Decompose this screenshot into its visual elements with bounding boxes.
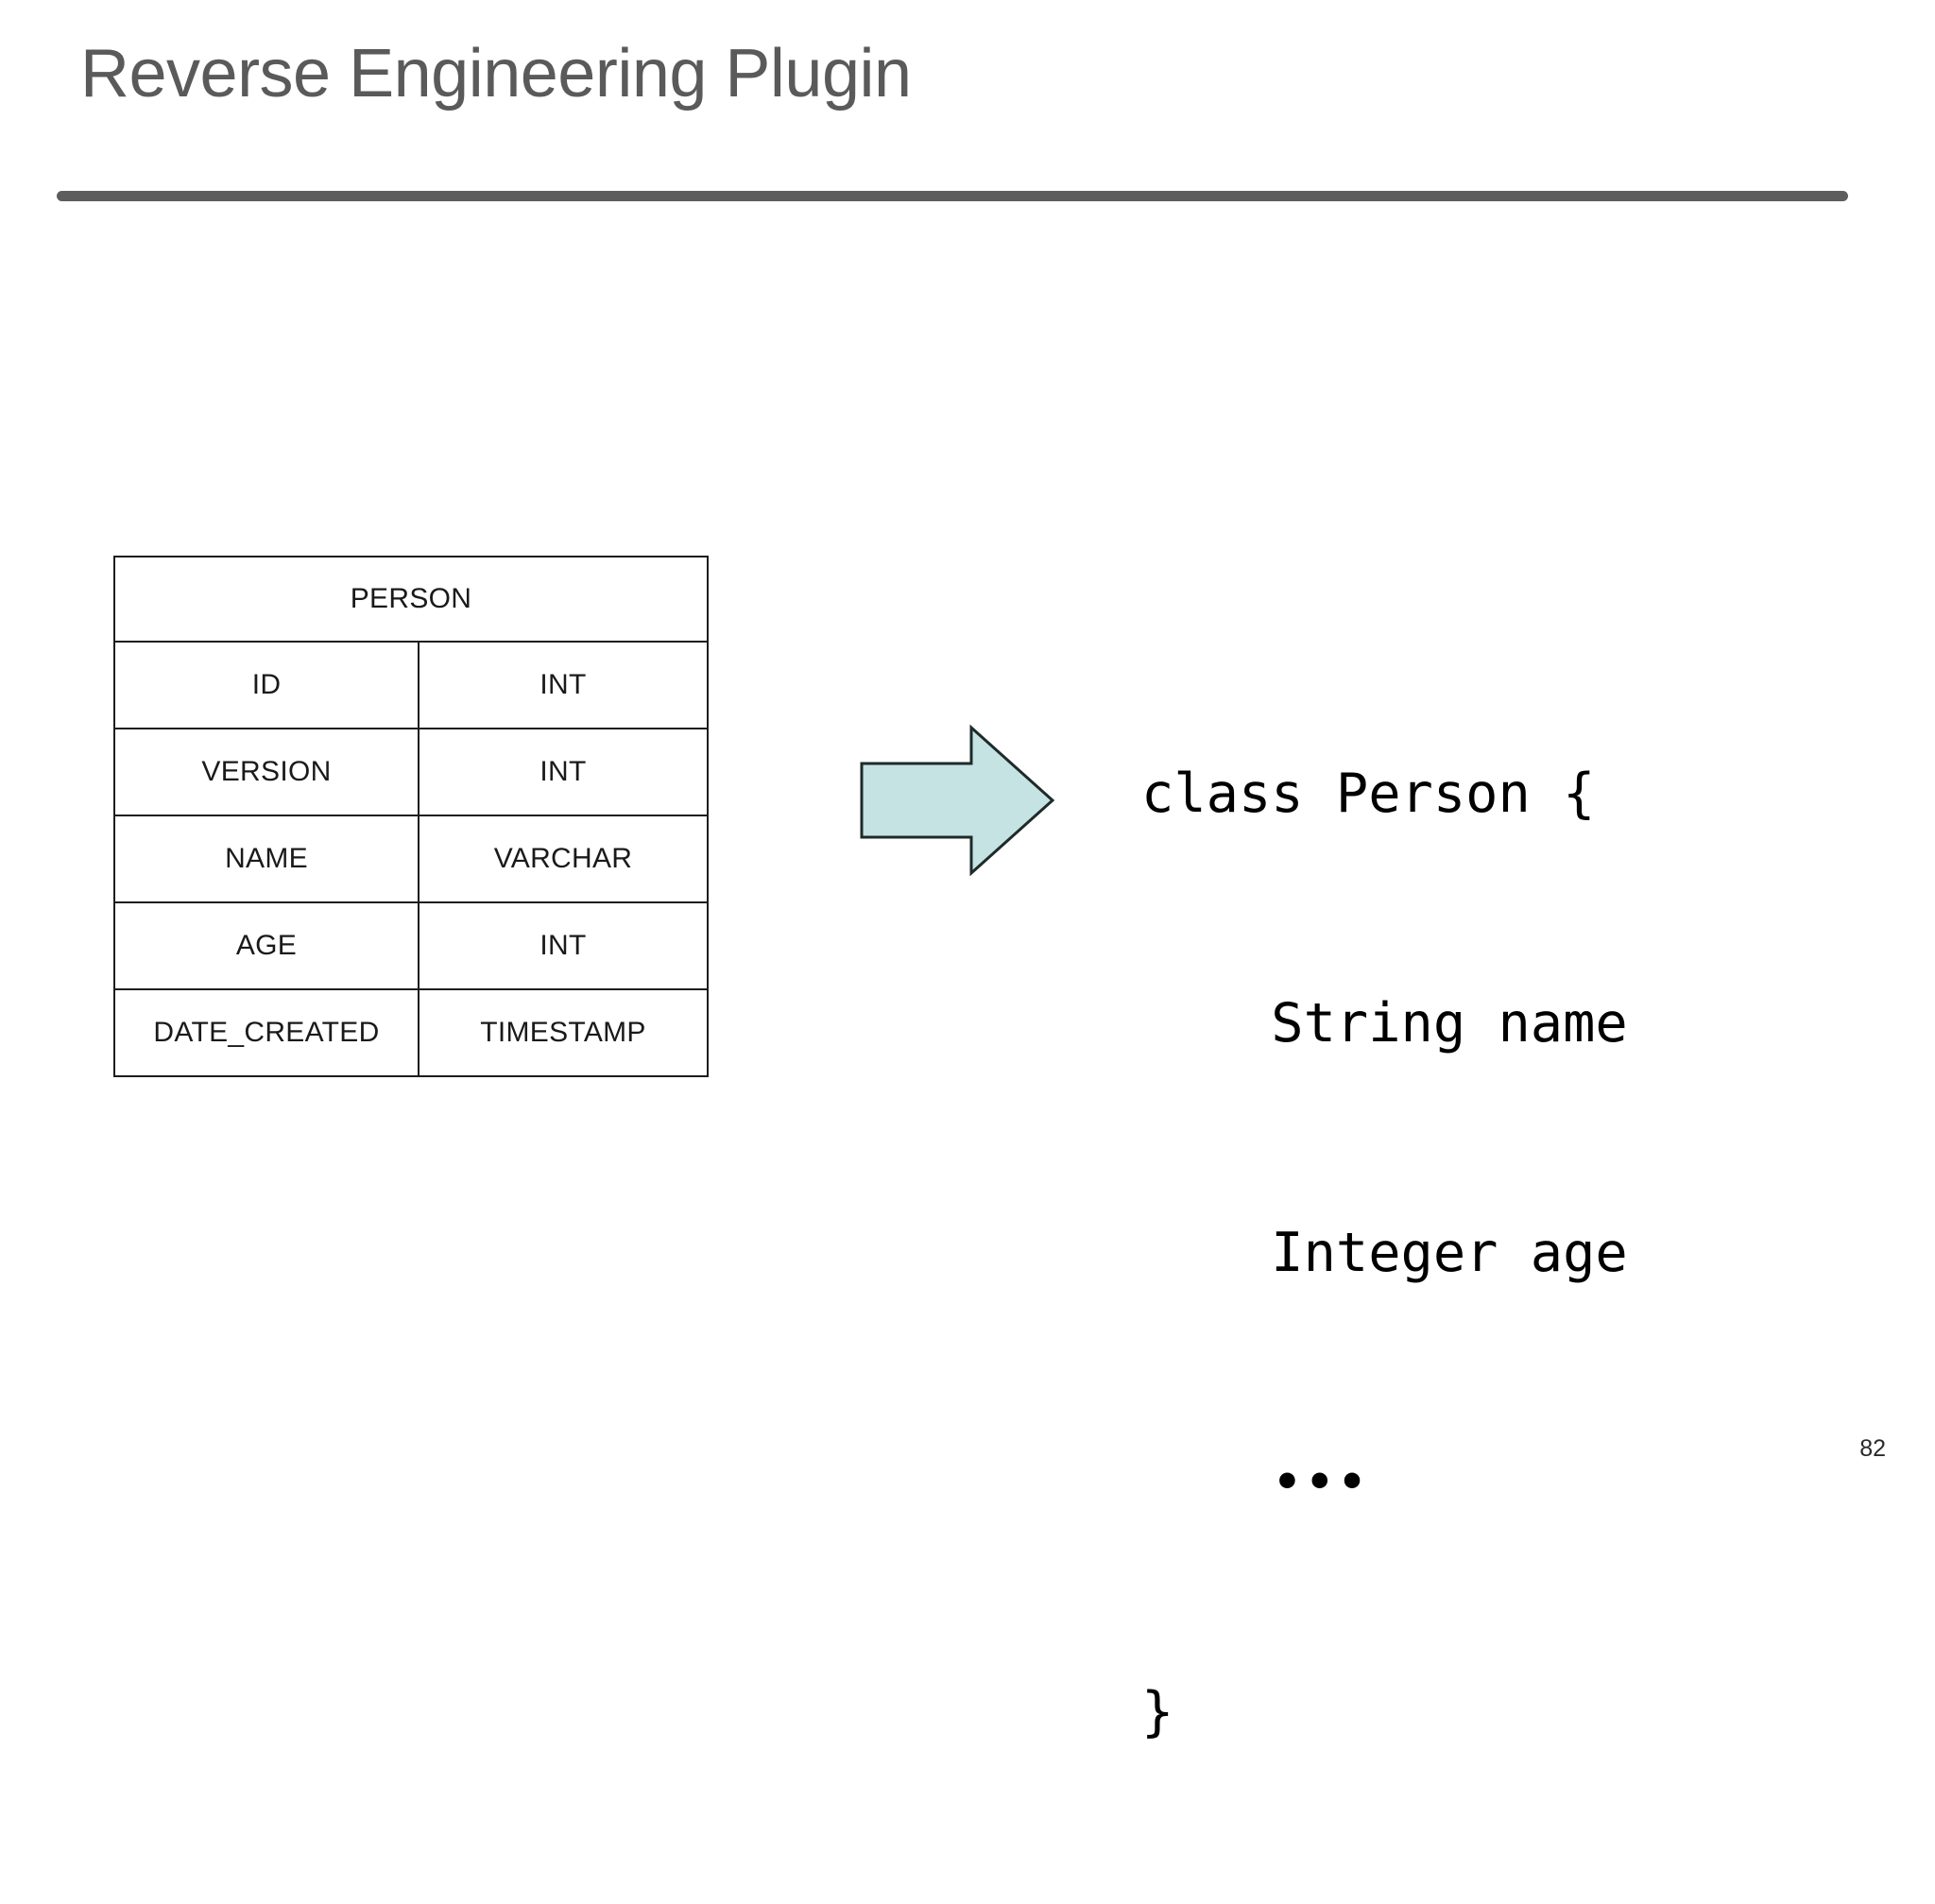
table-row: VERSION INT	[113, 728, 709, 816]
database-table-body: PERSON ID INT VERSION INT NAME VARCHAR A…	[113, 556, 709, 1077]
code-line: }	[1141, 1681, 1174, 1743]
table-row: AGE INT	[113, 901, 709, 990]
code-line: •••	[1141, 1451, 1369, 1514]
table-row: NAME VARCHAR	[113, 815, 709, 903]
column-name-cell: NAME	[113, 815, 420, 903]
column-name-cell: DATE_CREATED	[113, 988, 420, 1077]
column-name-cell: AGE	[113, 901, 420, 990]
title-divider-rule	[57, 191, 1848, 201]
code-snippet-person-class: class Person { String name Integer age •…	[1141, 603, 1628, 1904]
code-line: Integer age	[1141, 1222, 1628, 1284]
arrow-polygon	[860, 724, 1055, 877]
column-name-cell: VERSION	[113, 728, 420, 816]
column-type-cell: INT	[418, 641, 709, 729]
table-header-row: PERSON	[113, 556, 709, 643]
column-name-cell: ID	[113, 641, 420, 729]
database-table-person: PERSON ID INT VERSION INT NAME VARCHAR A…	[113, 556, 709, 1077]
column-type-cell: TIMESTAMP	[418, 988, 709, 1077]
column-type-cell: VARCHAR	[418, 815, 709, 903]
table-row: ID INT	[113, 641, 709, 729]
code-line: String name	[1141, 992, 1628, 1055]
page-number: 82	[1859, 1435, 1886, 1462]
page-title: Reverse Engineering Plugin	[80, 36, 912, 111]
arrow-right-icon	[858, 720, 1056, 881]
column-type-cell: INT	[418, 728, 709, 816]
slide-content: PERSON ID INT VERSION INT NAME VARCHAR A…	[113, 556, 1628, 1743]
code-line: class Person {	[1141, 763, 1596, 825]
table-row: DATE_CREATED TIMESTAMP	[113, 988, 709, 1077]
table-name-cell: PERSON	[113, 556, 709, 643]
column-type-cell: INT	[418, 901, 709, 990]
